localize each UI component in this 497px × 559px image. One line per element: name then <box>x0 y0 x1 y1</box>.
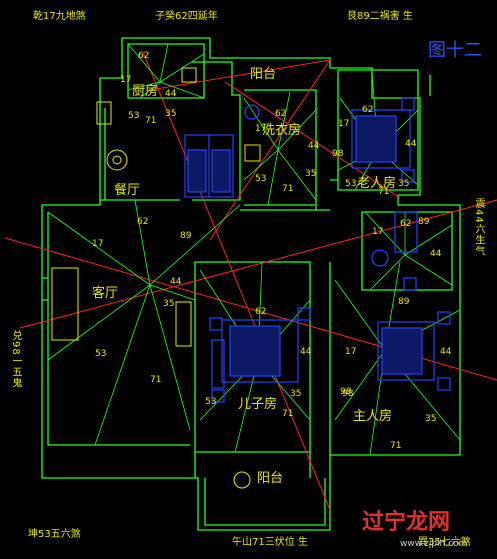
fixtures <box>51 67 261 489</box>
num-master-98: 98 <box>342 389 354 399</box>
num-laundry-35: 35 <box>305 169 317 179</box>
num-elder-98: 98 <box>332 149 344 159</box>
num-laundry-71: 71 <box>282 184 294 194</box>
num-bath-17: 17 <box>372 227 384 237</box>
num-elder-53: 53 <box>345 179 357 189</box>
num-center-62: 62 <box>137 217 149 227</box>
watermark-url: www.zjplh.com <box>400 539 468 549</box>
wall-outlines <box>41 37 461 531</box>
label-left-side: 兑98一五鬼 <box>10 330 21 389</box>
figure-number: 图十二 <box>428 40 482 61</box>
axis-lines <box>4 51 497 511</box>
room-elder: 老人房 <box>357 176 397 191</box>
num-laundry-17: 17 <box>255 124 267 134</box>
num-center-35: 35 <box>163 299 175 309</box>
sector-rays <box>47 43 461 456</box>
num-laundry-53: 53 <box>255 174 267 184</box>
num-center-17: 17 <box>92 239 104 249</box>
num-master-44: 44 <box>440 347 452 357</box>
label-bottom-center: 午山71三伏位 生 <box>232 537 308 548</box>
num-elder-17: 17 <box>338 119 350 129</box>
num-center-98: 98 <box>340 387 352 397</box>
label-bottom-right: 巽35七六煞 <box>418 537 471 548</box>
label-top-left: 乾17九地煞 <box>33 11 86 22</box>
num-kitchen-17: 17 <box>120 75 132 85</box>
num-bath-89: 89 <box>418 217 430 227</box>
label-right-side: 震44六生气 <box>473 198 484 257</box>
room-living: 客厅 <box>92 286 119 301</box>
label-top-right: 艮89二祸害 生 <box>347 11 413 22</box>
num-son-53: 53 <box>205 397 217 407</box>
num-master-89: 89 <box>398 297 410 307</box>
num-center-89: 89 <box>180 231 192 241</box>
num-elder-71: 71 <box>378 187 390 197</box>
num-center-44: 44 <box>170 277 182 287</box>
num-laundry-62: 62 <box>275 109 287 119</box>
num-son-71: 71 <box>282 409 294 419</box>
num-laundry-44: 44 <box>308 141 320 151</box>
num-son-35: 35 <box>290 389 302 399</box>
num-master-71: 71 <box>390 441 402 451</box>
num-elder-35: 35 <box>398 179 410 189</box>
room-master: 主人房 <box>353 409 393 424</box>
watermark-logo: 过宁龙网 <box>362 510 451 535</box>
room-kitchen: 厨房 <box>132 84 159 99</box>
room-son: 儿子房 <box>238 397 278 412</box>
num-son-44: 44 <box>300 347 312 357</box>
num-bath-62: 62 <box>400 219 412 229</box>
label-bottom-left: 坤53五六煞 <box>28 529 81 540</box>
room-balcony-bottom: 阳台 <box>257 471 284 486</box>
furniture <box>184 97 451 403</box>
num-kitchen-71: 71 <box>145 116 157 126</box>
num-master-17: 17 <box>345 347 357 357</box>
num-elder-44: 44 <box>405 139 417 149</box>
num-master-35: 35 <box>425 414 437 424</box>
room-dining: 餐厅 <box>114 183 141 198</box>
label-top-center: 子癸62四延年 <box>155 11 218 22</box>
num-son-62: 62 <box>255 307 267 317</box>
num-center-71: 71 <box>150 375 162 385</box>
room-balcony-top: 阳台 <box>250 67 277 82</box>
num-kitchen-53: 53 <box>128 111 140 121</box>
num-center-53: 53 <box>95 349 107 359</box>
room-laundry: 洗衣房 <box>262 123 302 138</box>
num-kitchen-35: 35 <box>165 109 177 119</box>
num-elder-62: 62 <box>362 105 374 115</box>
num-kitchen-44: 44 <box>165 89 177 99</box>
num-kitchen-62: 62 <box>138 51 150 61</box>
num-bath-44: 44 <box>430 249 442 259</box>
